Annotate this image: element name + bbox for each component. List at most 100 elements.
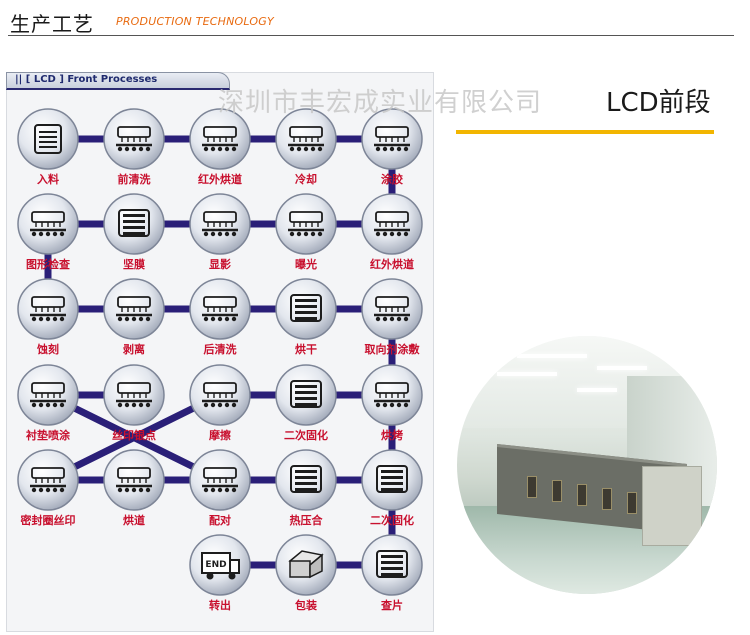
icon-part	[396, 402, 402, 408]
photo-machine-panel	[527, 476, 537, 498]
icon-part	[382, 402, 388, 408]
process-step-27: 包装	[275, 534, 337, 612]
process-panel-tab: || [ LCD ] Front Processes	[6, 72, 230, 90]
icon-part	[295, 403, 317, 406]
icon-part	[224, 146, 230, 152]
icon-part	[224, 487, 230, 493]
page-subtitle: PRODUCTION TECHNOLOGY	[116, 15, 274, 28]
process-step-19: 二次固化	[275, 364, 337, 442]
icon-part	[376, 550, 408, 578]
cure-rack-icon	[290, 380, 322, 408]
icon-part	[131, 402, 137, 408]
icon-part	[295, 476, 317, 479]
icon-part	[289, 560, 311, 578]
process-step-17: 丝印银点	[103, 364, 165, 442]
photo-cabinet	[642, 466, 702, 546]
icon-part	[295, 391, 317, 394]
process-step-label: 剥离	[123, 342, 145, 356]
process-step-label: 烘干	[295, 342, 317, 356]
icon-part	[295, 305, 317, 308]
title-underline	[456, 130, 714, 134]
icon-part	[38, 402, 44, 408]
icon-part	[31, 402, 37, 408]
process-step-16: 衬垫喷涂	[17, 364, 79, 442]
process-step-15: 取向剂涂敷	[361, 278, 423, 356]
icon-part	[303, 146, 309, 152]
icon-part	[124, 146, 130, 152]
icon-part	[381, 573, 403, 576]
icon-part	[381, 567, 403, 570]
icon-part	[38, 231, 44, 237]
process-step-label: 坚膜	[123, 257, 145, 271]
icon-part	[31, 316, 37, 322]
process-step-label: 涂胶	[381, 172, 403, 186]
process-step-label: 转出	[209, 598, 231, 612]
process-step-label: 包装	[294, 598, 317, 612]
process-step-label: 烘烤	[381, 428, 403, 442]
inspection-lamp-icon	[30, 211, 66, 237]
icon-part	[295, 397, 317, 400]
process-step-label: 红外烘道	[370, 257, 414, 271]
photo-machine-panel	[577, 484, 587, 506]
process-step-11: 蚀刻	[17, 278, 79, 356]
icon-part	[381, 482, 403, 485]
process-step-label: 后清洗	[204, 342, 237, 356]
icon-part	[381, 476, 403, 479]
rubbing-roller-icon	[202, 382, 238, 408]
icon-part	[145, 402, 151, 408]
company-watermark: 深圳市丰宏成实业有限公司	[218, 88, 543, 118]
process-step-label: 摩擦	[209, 428, 231, 442]
process-step-12: 剥离	[103, 278, 165, 356]
photo-machine-panel	[602, 488, 612, 510]
icon-part	[403, 231, 409, 237]
icon-part	[389, 402, 395, 408]
icon-part	[138, 402, 144, 408]
icon-part	[382, 146, 388, 152]
photo-machine-panel	[627, 492, 637, 514]
icon-part	[290, 294, 322, 322]
icon-part: END	[205, 560, 226, 570]
process-step-7: 坚膜	[103, 193, 165, 271]
icon-part	[45, 316, 51, 322]
icon-part	[403, 316, 409, 322]
icon-part	[131, 316, 137, 322]
icon-part	[145, 146, 151, 152]
icon-part	[389, 231, 395, 237]
rinse-tank-icon	[202, 296, 238, 322]
icon-part	[229, 559, 240, 574]
icon-part	[52, 487, 58, 493]
icon-part	[210, 316, 216, 322]
process-step-2: 前清洗	[103, 108, 165, 186]
icon-part	[396, 231, 402, 237]
package-box-icon	[288, 550, 324, 579]
icon-part	[403, 402, 409, 408]
icon-part	[123, 220, 145, 223]
process-step-node	[361, 534, 423, 596]
icon-part	[210, 146, 216, 152]
photo-ceiling-lamp	[597, 366, 647, 370]
icon-part	[206, 572, 214, 580]
photo-machine-panel	[552, 480, 562, 502]
icon-part	[375, 146, 381, 152]
icon-part	[295, 311, 317, 314]
icon-part	[210, 402, 216, 408]
icon-part	[295, 482, 317, 485]
icon-part	[123, 232, 145, 235]
spray-rinse-icon	[116, 126, 152, 152]
icon-part	[203, 231, 209, 237]
process-step-22: 烘道	[103, 449, 165, 527]
icon-part	[34, 124, 62, 154]
process-step-28: 查片	[361, 534, 423, 612]
screen-print-icon	[116, 382, 152, 408]
icon-part	[124, 316, 130, 322]
icon-part	[131, 487, 137, 493]
icon-part	[59, 402, 65, 408]
photo-ceiling-lamp	[497, 372, 557, 376]
icon-part	[295, 385, 317, 388]
icon-part	[224, 231, 230, 237]
icon-part	[376, 465, 408, 493]
icon-part	[217, 316, 223, 322]
process-step-10: 红外烘道	[361, 193, 423, 271]
icon-part	[289, 146, 295, 152]
